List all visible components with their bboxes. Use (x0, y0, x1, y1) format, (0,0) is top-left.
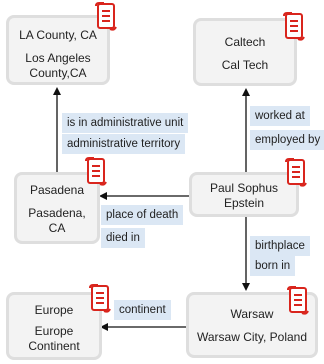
node-europe[interactable]: Europe Europe Continent (6, 292, 102, 360)
edge-label-death-place-2: died in (101, 228, 145, 248)
node-caltech[interactable]: Caltech Cal Tech (193, 18, 297, 86)
edge-label-admin-unit-1: is in administrative unit (62, 113, 189, 133)
node-la-county-alias-1: Los Angeles (25, 51, 91, 65)
node-pasadena-alias-2: CA (48, 221, 66, 235)
edge-label-death-place-1: place of death (101, 205, 184, 225)
node-epstein-label-1: Paul Sophus (209, 181, 279, 195)
scroll-document-icon (89, 284, 111, 313)
edge-label-birth-place-1: birthplace (250, 236, 310, 256)
edge-label-birth-place-2: born in (250, 256, 296, 276)
scroll-document-icon (85, 157, 107, 186)
node-europe-label: Europe (34, 303, 74, 317)
node-caltech-label: Caltech (224, 35, 266, 49)
edge-label-employer-1: worked at (250, 106, 310, 126)
edge-label-employer-2: employed by (250, 130, 324, 150)
node-europe-alias-1: Europe (34, 324, 74, 338)
node-warsaw-label: Warsaw (230, 307, 274, 321)
node-epstein[interactable]: Paul Sophus Epstein (189, 172, 299, 217)
scroll-document-icon (95, 2, 117, 31)
node-la-county-alias-2: County,CA (29, 66, 87, 80)
node-caltech-alias: Cal Tech (221, 58, 269, 72)
node-pasadena[interactable]: Pasadena Pasadena, CA (14, 172, 100, 244)
edge-label-admin-unit-2: administrative territory (62, 134, 186, 154)
scroll-document-icon (285, 158, 307, 187)
node-la-county[interactable]: LA County, CA Los Angeles County,CA (6, 15, 110, 85)
node-la-county-label: LA County, CA (19, 28, 97, 42)
scroll-document-icon (287, 286, 309, 315)
scroll-document-icon (283, 12, 305, 41)
node-pasadena-label: Pasadena (29, 183, 85, 197)
node-warsaw-alias: Warsaw City, Poland (196, 330, 308, 344)
node-europe-alias-2: Continent (28, 339, 80, 353)
edge-label-continent: continent (114, 300, 171, 320)
node-pasadena-alias-1: Pasadena, (28, 206, 86, 220)
node-epstein-label-2: Epstein (223, 196, 265, 210)
